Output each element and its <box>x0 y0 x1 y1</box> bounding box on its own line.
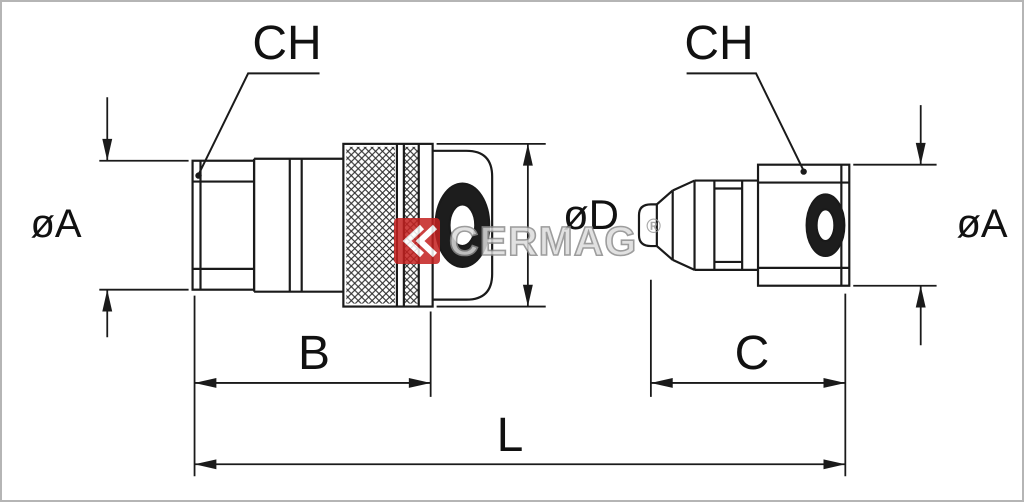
ch-left-leader <box>197 72 320 176</box>
male-hex-body <box>756 163 851 287</box>
knurl-texture <box>403 146 419 304</box>
dim-l <box>193 293 847 477</box>
dim-dia-d <box>436 142 546 308</box>
label-ch-right: CH <box>684 17 754 70</box>
dimension-lines <box>99 97 937 477</box>
dim-c <box>649 279 846 397</box>
label-l: L <box>496 409 524 462</box>
female-mid-body <box>252 157 344 293</box>
male-nose-tip <box>637 203 657 248</box>
female-bore-hole <box>448 203 477 248</box>
leader-lines <box>195 72 807 179</box>
male-shaft <box>694 179 759 271</box>
female-end-cap <box>432 149 494 301</box>
ch-right-leader <box>686 72 805 172</box>
label-c: C <box>734 327 770 380</box>
dim-dia-a-left <box>99 97 189 338</box>
label-b: B <box>297 327 330 380</box>
female-hex-body <box>191 159 256 291</box>
label-dia-a-right: øA <box>956 202 1008 246</box>
male-coupling <box>637 163 851 287</box>
knurl-texture <box>346 146 395 304</box>
dim-b <box>194 311 432 397</box>
label-dia-a-left: øA <box>30 202 82 246</box>
male-port-hole <box>815 208 836 243</box>
label-dia-d: øD <box>563 191 619 238</box>
label-ch-left: CH <box>252 17 322 70</box>
dim-dia-a-right <box>853 105 937 346</box>
female-coupling <box>191 142 494 308</box>
